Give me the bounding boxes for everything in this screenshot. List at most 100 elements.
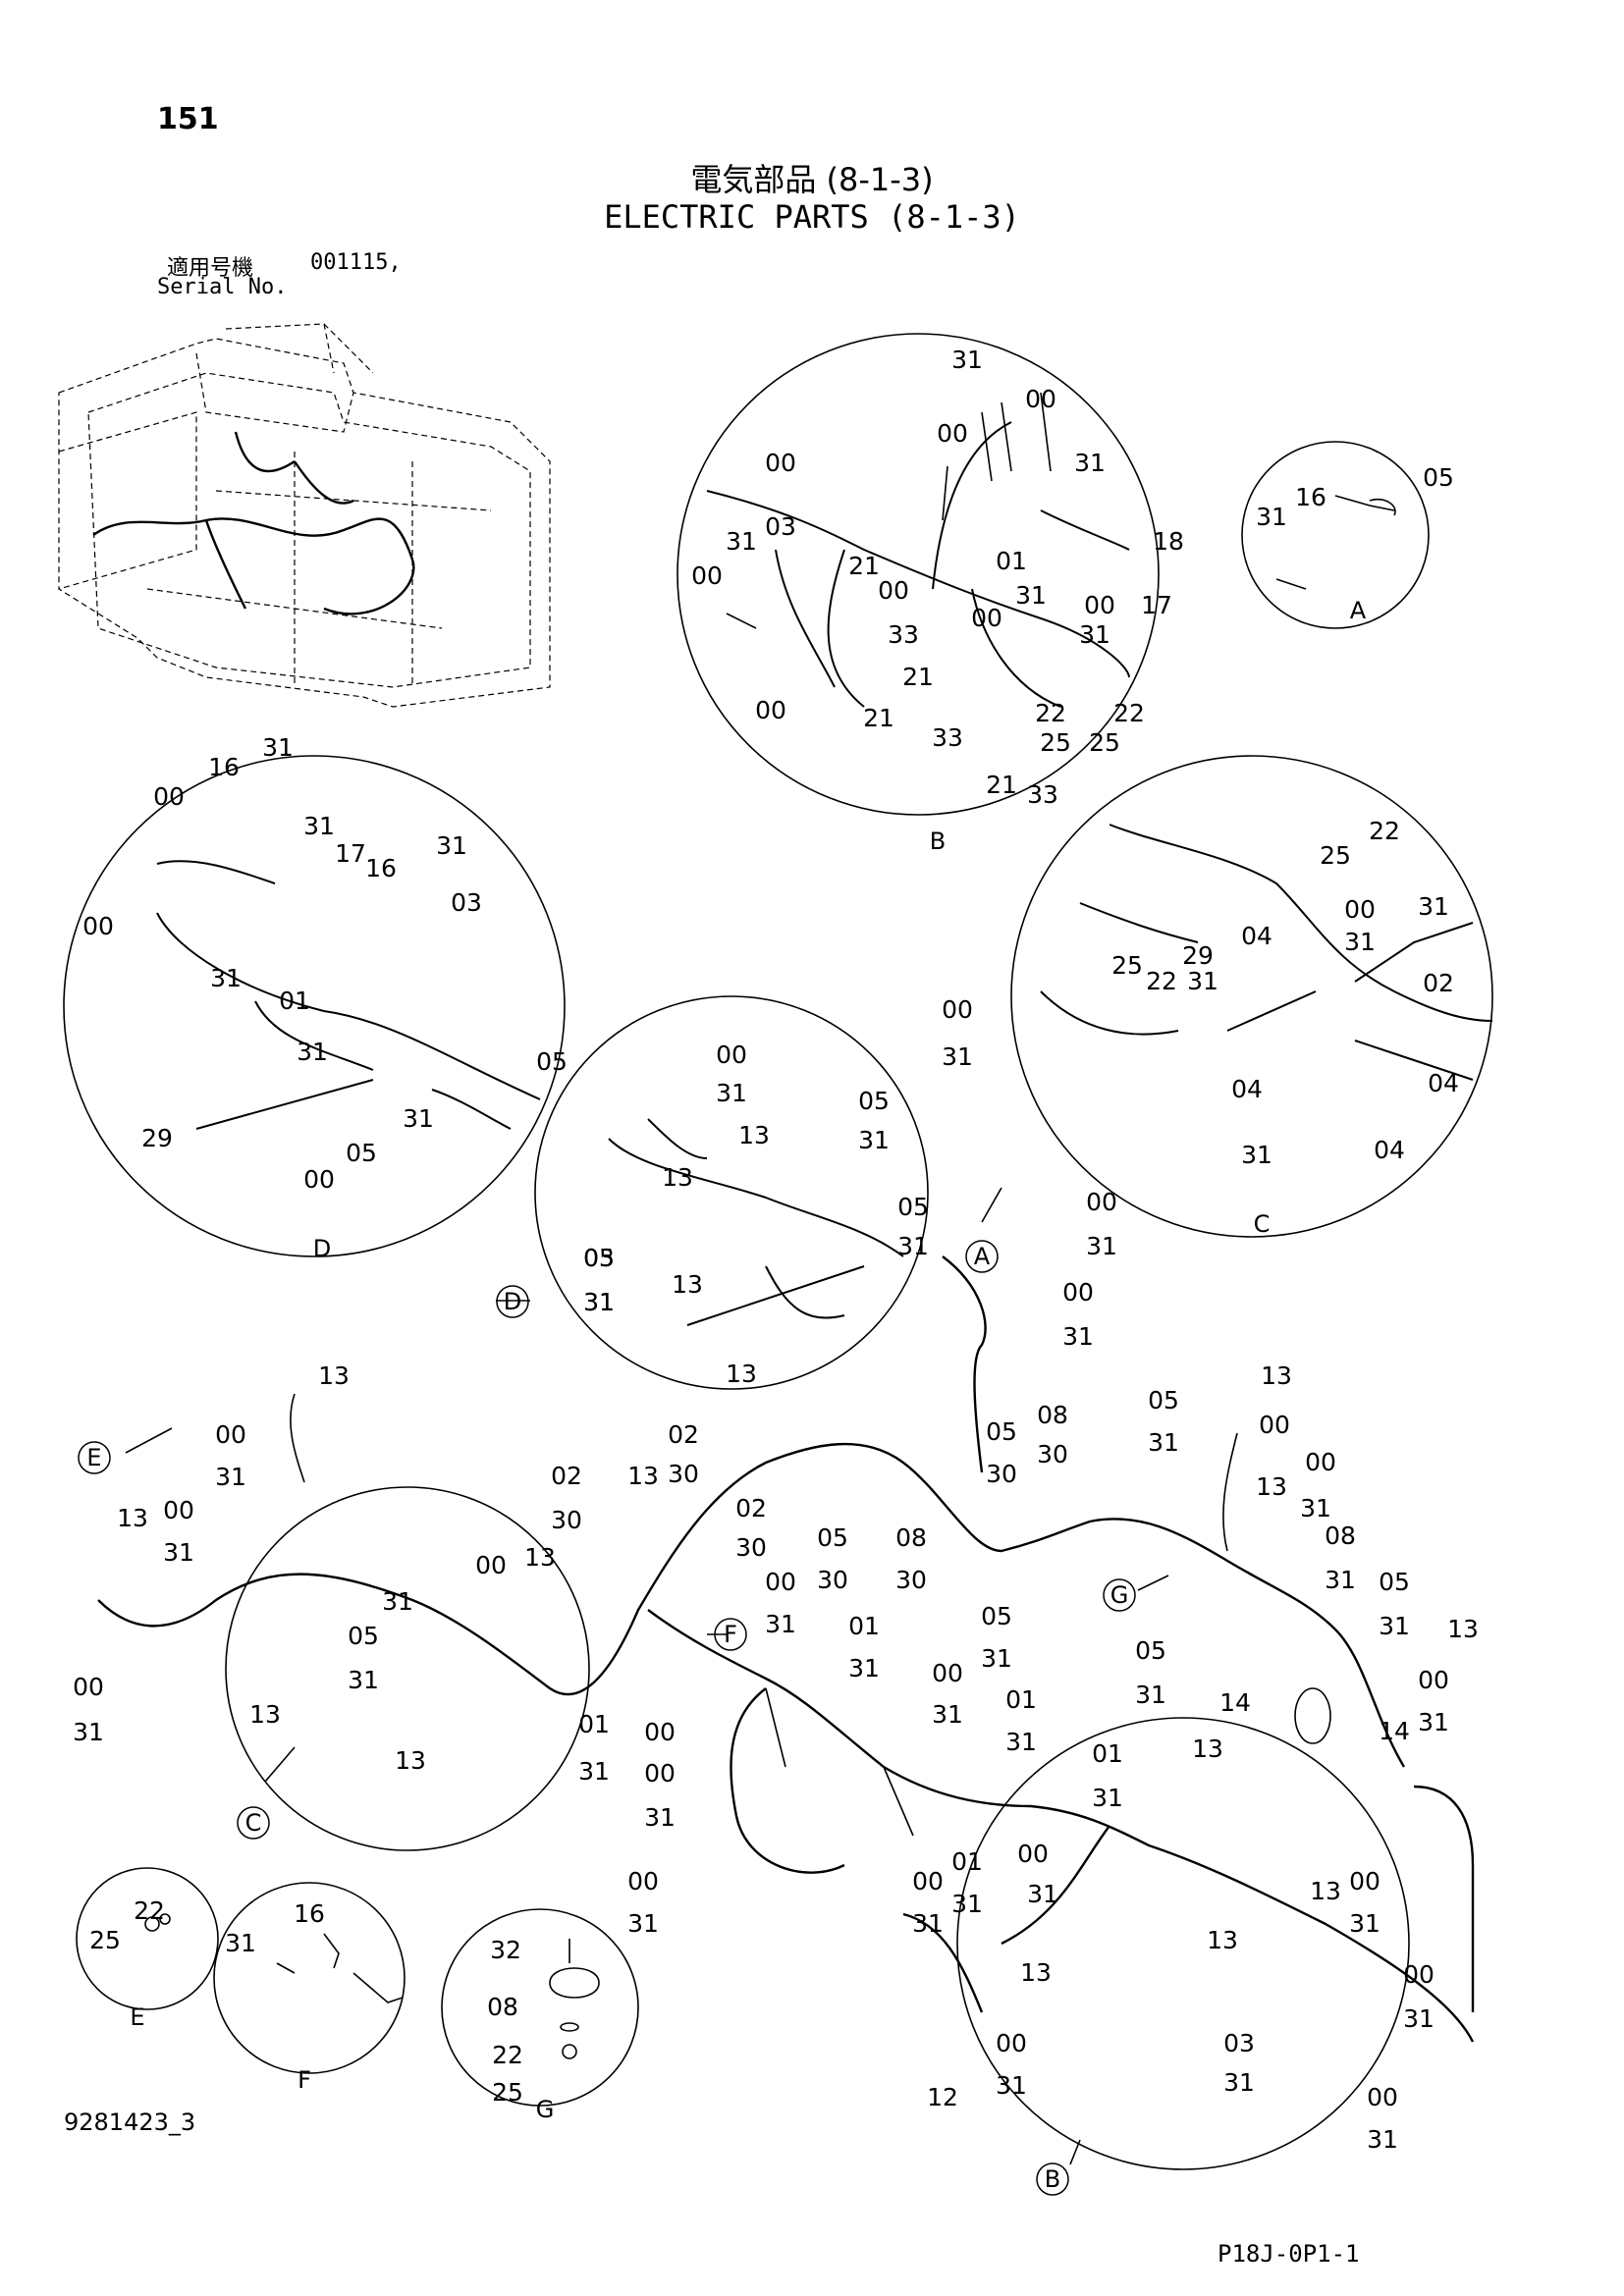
part-label: 31 <box>262 733 294 762</box>
part-label: 02 <box>1423 969 1454 997</box>
part-label: 31 <box>403 1104 434 1133</box>
part-label: 31 <box>1027 1880 1058 1908</box>
part-label: 31 <box>1325 1566 1356 1594</box>
part-label: 25 <box>89 1926 121 1954</box>
part-label: 31 <box>1079 620 1110 649</box>
part-label: 05 <box>897 1193 929 1221</box>
part-label: 13 <box>1310 1877 1341 1905</box>
part-label: 05 <box>1135 1636 1166 1665</box>
part-label: 00 <box>932 1659 963 1687</box>
part-label: 30 <box>735 1533 767 1562</box>
part-label: 31 <box>1015 581 1047 610</box>
part-label: 00 <box>1084 591 1115 619</box>
part-label: 00 <box>82 912 114 940</box>
part-label: 22 <box>1113 699 1145 727</box>
part-label: 00 <box>73 1673 104 1701</box>
part-label: 01 <box>578 1710 610 1738</box>
part-label: 00 <box>971 604 1002 632</box>
part-label: 21 <box>863 704 894 732</box>
grommet <box>1294 1687 1331 1744</box>
part-label: 13 <box>1207 1926 1238 1954</box>
part-label: 00 <box>1017 1840 1049 1868</box>
detail-letter-e: E <box>130 2003 144 2031</box>
part-label: 00 <box>1403 1960 1435 1989</box>
part-label: 13 <box>249 1700 281 1729</box>
part-label: 31 <box>1403 2004 1435 2033</box>
part-label: 00 <box>716 1041 747 1069</box>
part-label: 31 <box>215 1463 246 1491</box>
part-label: 31 <box>932 1700 963 1729</box>
part-label: 14 <box>1379 1717 1410 1745</box>
part-label: 04 <box>1428 1069 1459 1097</box>
part-label: 08 <box>1037 1401 1068 1429</box>
part-label: 01 <box>848 1612 880 1640</box>
part-label: 25 <box>1040 728 1071 757</box>
part-label: 00 <box>1259 1411 1290 1439</box>
part-label: 31 <box>1187 967 1218 995</box>
part-label: 03 <box>451 888 482 917</box>
callout-letter-a: A <box>974 1243 991 1270</box>
part-label: 00 <box>1025 385 1056 413</box>
part-label: 05 <box>583 1244 615 1272</box>
part-label: 13 <box>1256 1472 1287 1501</box>
part-label: 14 <box>1219 1688 1251 1717</box>
detail-circle-g <box>441 1908 639 2107</box>
part-label: 03 <box>765 512 796 541</box>
part-label: 31 <box>951 346 983 374</box>
detail-b-harness <box>706 421 1130 708</box>
part-label: 00 <box>1418 1666 1449 1694</box>
part-label: 31 <box>1135 1681 1166 1709</box>
part-label: 02 <box>735 1494 767 1522</box>
part-label: 31 <box>981 1644 1012 1673</box>
part-label: 31 <box>951 1890 983 1918</box>
part-label: 08 <box>487 1993 518 2021</box>
callout-circle-f <box>714 1618 747 1651</box>
callout-letter-d: D <box>504 1288 521 1315</box>
part-label: 31 <box>848 1654 880 1682</box>
part-label: 00 <box>627 1867 659 1896</box>
detail-letter-c: C <box>1254 1210 1271 1238</box>
part-label: 03 <box>583 1244 615 1272</box>
part-label: 13 <box>672 1270 703 1299</box>
machine-outline <box>58 323 551 708</box>
part-label: 31 <box>1062 1322 1094 1351</box>
part-label: 29 <box>141 1124 173 1152</box>
part-label: 05 <box>536 1047 568 1076</box>
detail-e-nut <box>144 1916 160 1932</box>
part-label: 31 <box>1300 1494 1331 1522</box>
main-harness <box>97 1255 1475 2043</box>
part-label: 05 <box>981 1602 1012 1630</box>
callout-circle-c <box>237 1806 270 1840</box>
part-label: 00 <box>644 1718 676 1746</box>
detail-f-bolt <box>276 1933 404 2003</box>
part-label: 00 <box>1344 895 1376 924</box>
document-code: 9281423_3 <box>64 2109 196 2136</box>
page-code: P18J-0P1-1 <box>1218 2240 1360 2268</box>
part-label: 33 <box>1027 780 1058 809</box>
part-label: 21 <box>986 771 1017 799</box>
machine-harness <box>92 431 415 615</box>
part-label: 13 <box>395 1746 426 1775</box>
part-label: 05 <box>817 1523 848 1552</box>
part-label: 02 <box>551 1462 582 1490</box>
part-label: 01 <box>996 547 1027 575</box>
part-label: 00 <box>475 1551 507 1579</box>
part-label: 31 <box>583 1288 615 1316</box>
part-label: 31 <box>996 2071 1027 2100</box>
part-label: 31 <box>1074 449 1106 477</box>
part-label: 31 <box>1092 1784 1123 1812</box>
part-label: 00 <box>937 419 968 448</box>
part-label: 03 <box>1223 2029 1255 2057</box>
detail-letter-d: D <box>313 1235 331 1262</box>
detail-letter-a: A <box>1350 597 1367 624</box>
part-label: 31 <box>583 1288 615 1316</box>
detail-circle-e <box>76 1867 219 2010</box>
detail-circle-d <box>63 755 566 1257</box>
part-label: 18 <box>1153 527 1184 556</box>
part-label: 31 <box>1223 2068 1255 2097</box>
part-label: 13 <box>738 1121 770 1149</box>
part-label: 00 <box>1367 2083 1398 2111</box>
part-label: 30 <box>551 1506 582 1534</box>
callout-letter-c: C <box>245 1809 262 1837</box>
part-label: 22 <box>1035 699 1066 727</box>
